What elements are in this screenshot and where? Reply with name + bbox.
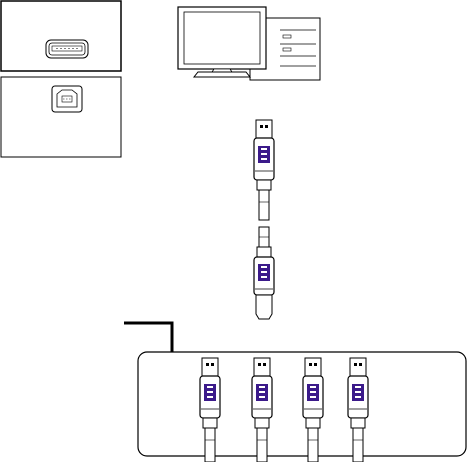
usb-type-a-plug-icon (254, 120, 274, 220)
desktop-computer-icon (178, 7, 320, 80)
usb-type-b-port-icon (52, 86, 82, 112)
hub-connector-line (124, 323, 172, 352)
usb-type-b-plug-icon (254, 227, 274, 319)
usb-b-port-panel (1, 77, 121, 157)
usb-hub-icon (138, 352, 466, 462)
computer-monitor (178, 7, 266, 77)
usb-a-port-panel (1, 1, 121, 71)
usb-type-a-port-icon (46, 40, 88, 58)
